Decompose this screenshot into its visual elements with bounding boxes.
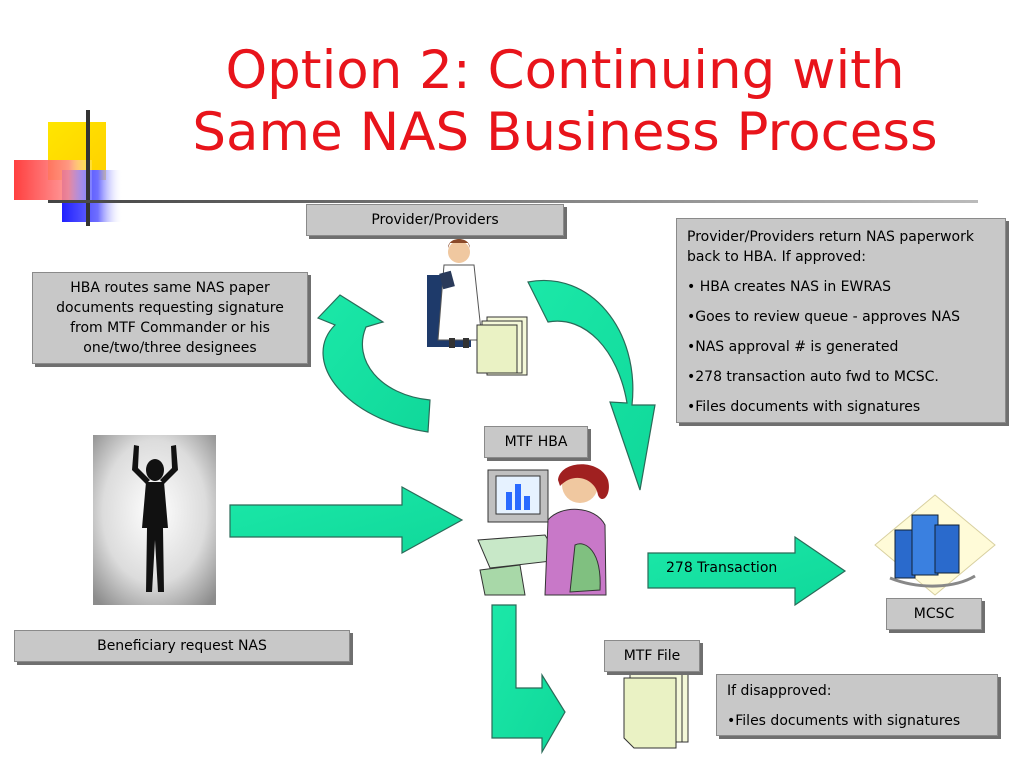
approved-item: •Files documents with signatures: [687, 399, 921, 415]
title-line-2: Same NAS Business Process: [192, 102, 938, 163]
arrow-beneficiary-to-hba: [229, 485, 464, 555]
provider-label: Provider/Providers: [306, 204, 564, 236]
curved-arrow-to-provider: [316, 294, 431, 433]
mtf-file-documents-icon: [623, 669, 689, 749]
arrow-278-transaction: [647, 535, 847, 607]
approved-item: •NAS approval # is generated: [687, 339, 899, 355]
mtf-file-label: MTF File: [604, 640, 700, 672]
mcsc-label: MCSC: [886, 598, 982, 630]
beneficiary-silhouette-image: [93, 435, 216, 605]
arrow-hba-to-file: [491, 604, 566, 755]
title-line-1: Option 2: Continuing with: [225, 40, 905, 101]
hba-routes-box: HBA routes same NAS paper documents requ…: [32, 272, 308, 364]
curved-arrow-to-hba: [527, 279, 656, 491]
hba-computer-user-icon: [477, 464, 609, 596]
disapproved-item: •Files documents with signatures: [727, 713, 961, 729]
approved-item: •Goes to review queue - approves NAS: [687, 309, 961, 325]
hba-routes-text: HBA routes same NAS paper documents requ…: [56, 280, 284, 356]
approved-item: • HBA creates NAS in EWRAS: [687, 279, 891, 295]
page-title: Option 2: Continuing with Same NAS Busin…: [150, 40, 980, 164]
provider-documents-icon: [476, 316, 528, 376]
disapproved-intro: If disapproved:: [727, 683, 832, 699]
doctor-icon: [427, 239, 483, 348]
transaction-label: 278 Transaction: [666, 560, 778, 576]
disapproved-info-box: If disapproved: •Files documents with si…: [716, 674, 998, 736]
approved-intro: Provider/Providers return NAS paperwork …: [687, 229, 974, 265]
approved-info-box: Provider/Providers return NAS paperwork …: [676, 218, 1006, 423]
beneficiary-label: Beneficiary request NAS: [14, 630, 350, 662]
mtf-hba-label: MTF HBA: [484, 426, 588, 458]
approved-item: •278 transaction auto fwd to MCSC.: [687, 369, 939, 385]
building-icon: [874, 494, 996, 596]
